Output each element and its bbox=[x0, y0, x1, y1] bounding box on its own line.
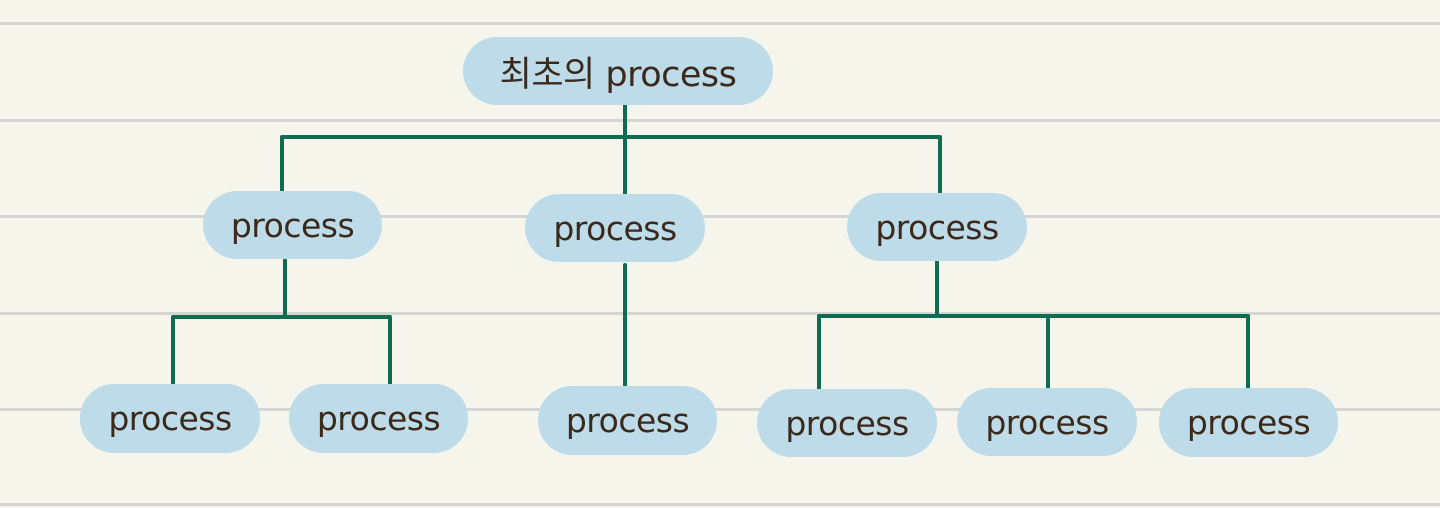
root-process-label: 최초의 process bbox=[499, 54, 737, 95]
level1-process-node-2: process bbox=[525, 194, 705, 262]
level2-process-node-2: process bbox=[289, 384, 468, 453]
root-process-node: 최초의 process bbox=[463, 37, 773, 105]
connector-root-to-level1 bbox=[280, 103, 942, 198]
process-label: process bbox=[875, 207, 999, 247]
process-label: process bbox=[1186, 403, 1311, 442]
process-label: process bbox=[108, 399, 232, 438]
level1-process-node-3: process bbox=[847, 193, 1027, 261]
level2-process-node-5: process bbox=[957, 388, 1137, 456]
process-label: process bbox=[230, 205, 355, 245]
level1-process-node-1: process bbox=[203, 191, 382, 259]
process-label: process bbox=[316, 399, 441, 438]
level2-process-node-1: process bbox=[80, 384, 260, 453]
level2-process-node-6: process bbox=[1159, 388, 1338, 457]
level2-process-node-3: process bbox=[538, 386, 717, 455]
connector-level1-left-to-children bbox=[171, 258, 392, 386]
process-label: process bbox=[553, 208, 677, 248]
level2-process-node-4: process bbox=[757, 389, 937, 457]
process-label: process bbox=[565, 401, 690, 440]
process-label: process bbox=[985, 402, 1109, 442]
process-label: process bbox=[785, 403, 909, 443]
connector-level1-right-to-children bbox=[817, 260, 1250, 392]
